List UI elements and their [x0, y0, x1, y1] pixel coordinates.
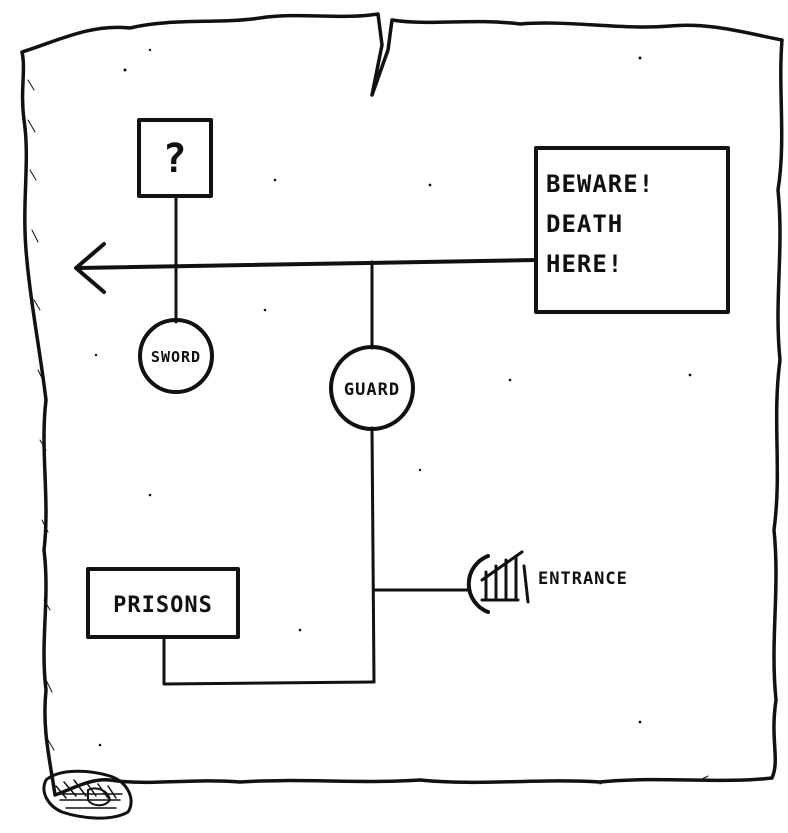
- warning-line-3: HERE!: [546, 250, 623, 278]
- entrance-arch-icon: [466, 554, 490, 614]
- warning-room[interactable]: BEWARE! DEATH HERE!: [534, 146, 730, 314]
- mystery-room-box: [137, 118, 213, 198]
- sword-room[interactable]: SWORD: [138, 318, 214, 394]
- guard-room-circle: [329, 345, 415, 431]
- mystery-room[interactable]: ?: [137, 118, 213, 198]
- crumbled-stone-corner: [42, 769, 133, 820]
- exit-arrow-icon[interactable]: [74, 242, 106, 294]
- prisons-room-label: PRISONS: [113, 593, 213, 618]
- guard-room-label: GUARD: [344, 380, 400, 400]
- sword-room-circle: [138, 318, 214, 394]
- warning-line-1: BEWARE!: [546, 170, 654, 198]
- entrance-bracket: [522, 564, 530, 604]
- warning-room-box: [534, 146, 730, 314]
- entrance[interactable]: ENTRANCE: [466, 550, 628, 614]
- entrance-stairs-icon: [480, 550, 524, 602]
- prisons-room-box: [86, 567, 240, 639]
- edge-hatching: [27, 79, 709, 785]
- parchment-outline: [20, 12, 784, 797]
- corridor-to-prisons: [162, 636, 376, 686]
- sword-room-label: SWORD: [151, 348, 201, 366]
- guard-room[interactable]: GUARD: [329, 345, 415, 431]
- parchment-speckles: [94, 48, 692, 747]
- corridors: [74, 194, 538, 686]
- main-corridor: [76, 258, 538, 270]
- mystery-room-label: ?: [162, 136, 187, 182]
- entrance-label: ENTRANCE: [538, 569, 628, 589]
- prisons-room[interactable]: PRISONS: [86, 567, 240, 639]
- warning-line-2: DEATH: [546, 210, 623, 238]
- corridor-guard-south: [370, 426, 376, 684]
